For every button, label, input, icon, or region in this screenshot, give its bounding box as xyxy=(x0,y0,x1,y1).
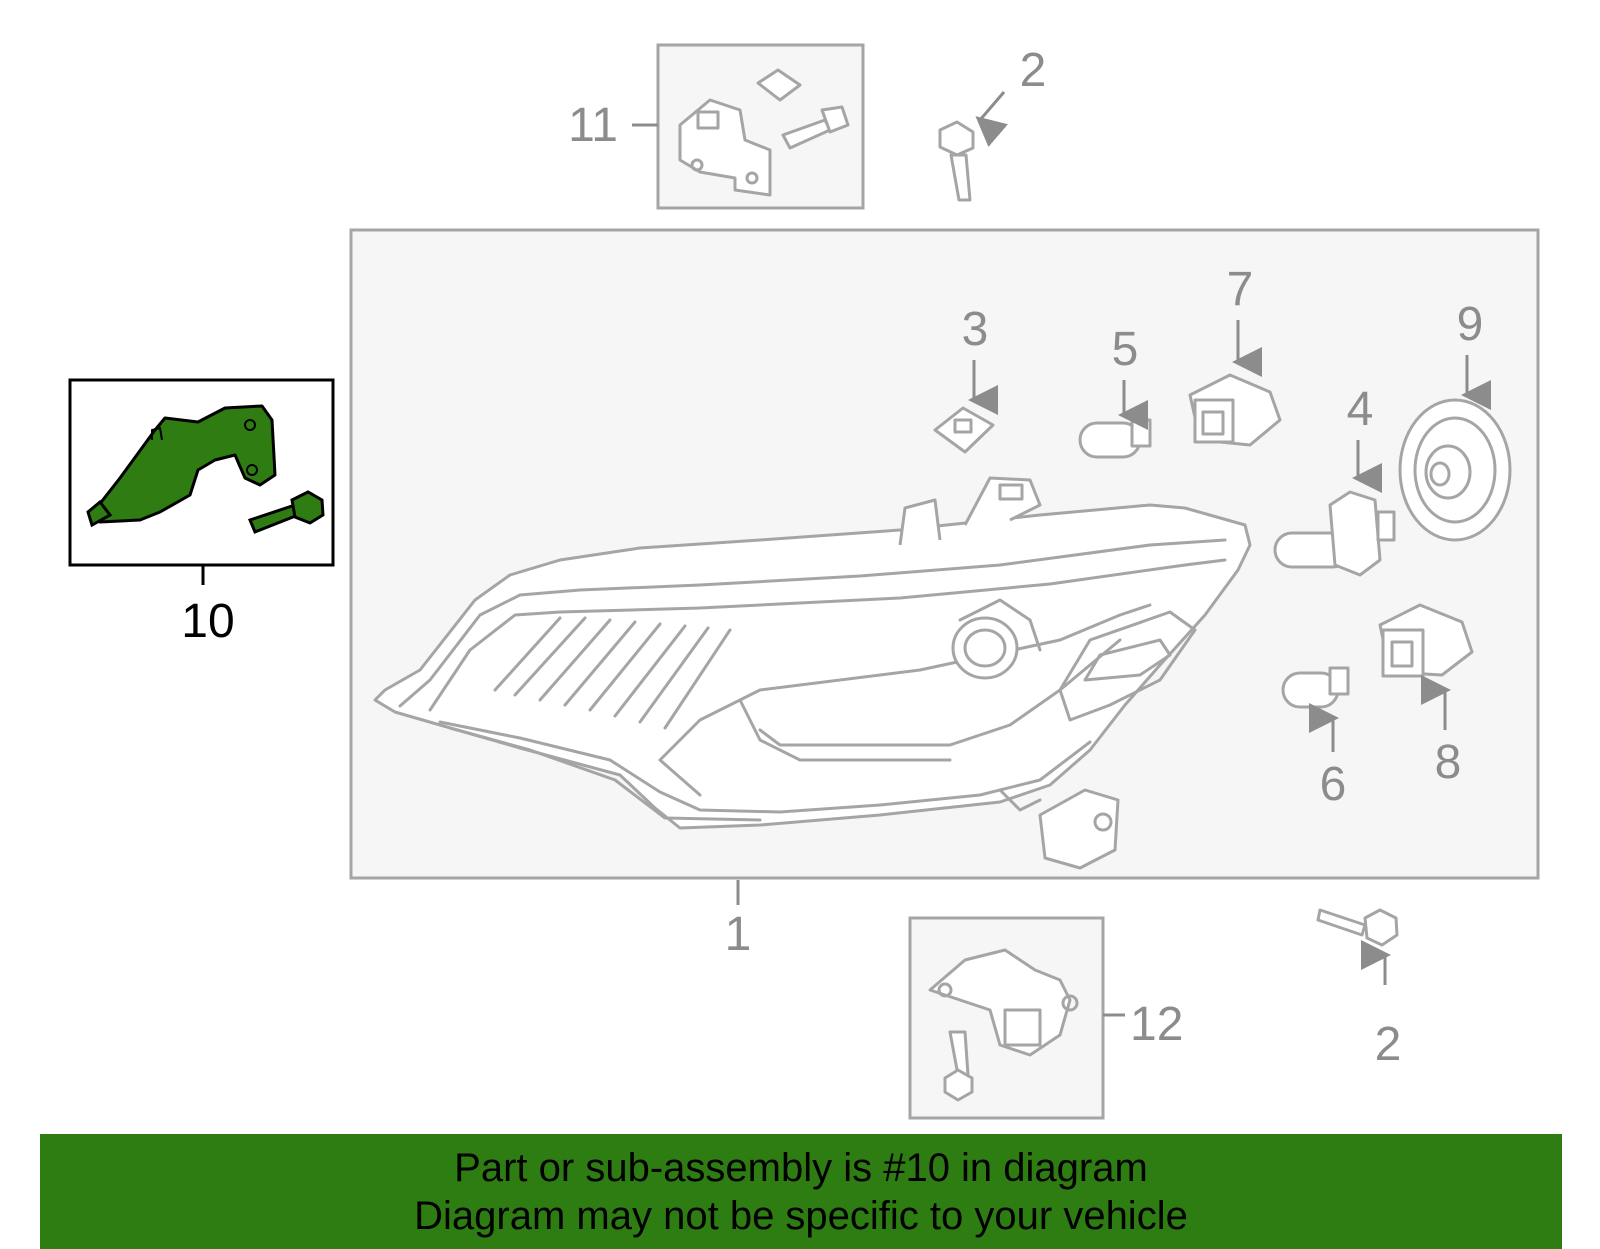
socket-7[interactable] xyxy=(1188,373,1282,447)
callout-7: 7 xyxy=(1227,263,1254,316)
bolt-2-bottom[interactable] xyxy=(1316,908,1399,947)
dust-cap-9[interactable] xyxy=(1398,398,1512,542)
callout-6: 6 xyxy=(1320,758,1347,811)
bracket-kit-11[interactable] xyxy=(678,68,850,197)
socket-8[interactable] xyxy=(1378,603,1474,678)
callout-9: 9 xyxy=(1457,298,1484,351)
banner-line-1: Part or sub-assembly is #10 in diagram xyxy=(454,1145,1148,1190)
callout-5: 5 xyxy=(1112,323,1139,376)
bracket-kit-12[interactable] xyxy=(928,948,1079,1102)
callout-8: 8 xyxy=(1435,736,1462,789)
clip-nut-3[interactable] xyxy=(933,406,995,454)
callout-3: 3 xyxy=(962,303,989,356)
banner-line-2: Diagram may not be specific to your vehi… xyxy=(414,1193,1188,1238)
headlamp-bracket-10[interactable] xyxy=(86,404,325,534)
callout-1: 1 xyxy=(725,908,752,961)
bolt-2-top[interactable] xyxy=(938,120,975,202)
callout-4: 4 xyxy=(1347,383,1374,436)
part-10-box xyxy=(68,378,335,567)
callout-10: 10 xyxy=(181,595,234,648)
callout-12: 12 xyxy=(1130,998,1183,1051)
leader-lines xyxy=(201,91,1491,1017)
callout-11: 11 xyxy=(568,99,618,152)
callout-2-top: 2 xyxy=(1020,44,1047,97)
callout-2-bottom: 2 xyxy=(1375,1018,1402,1071)
info-banner: Part or sub-assembly is #10 in diagram D… xyxy=(40,1134,1562,1249)
headlamp-housing[interactable] xyxy=(373,476,1252,870)
bulb-4[interactable] xyxy=(1273,490,1396,577)
